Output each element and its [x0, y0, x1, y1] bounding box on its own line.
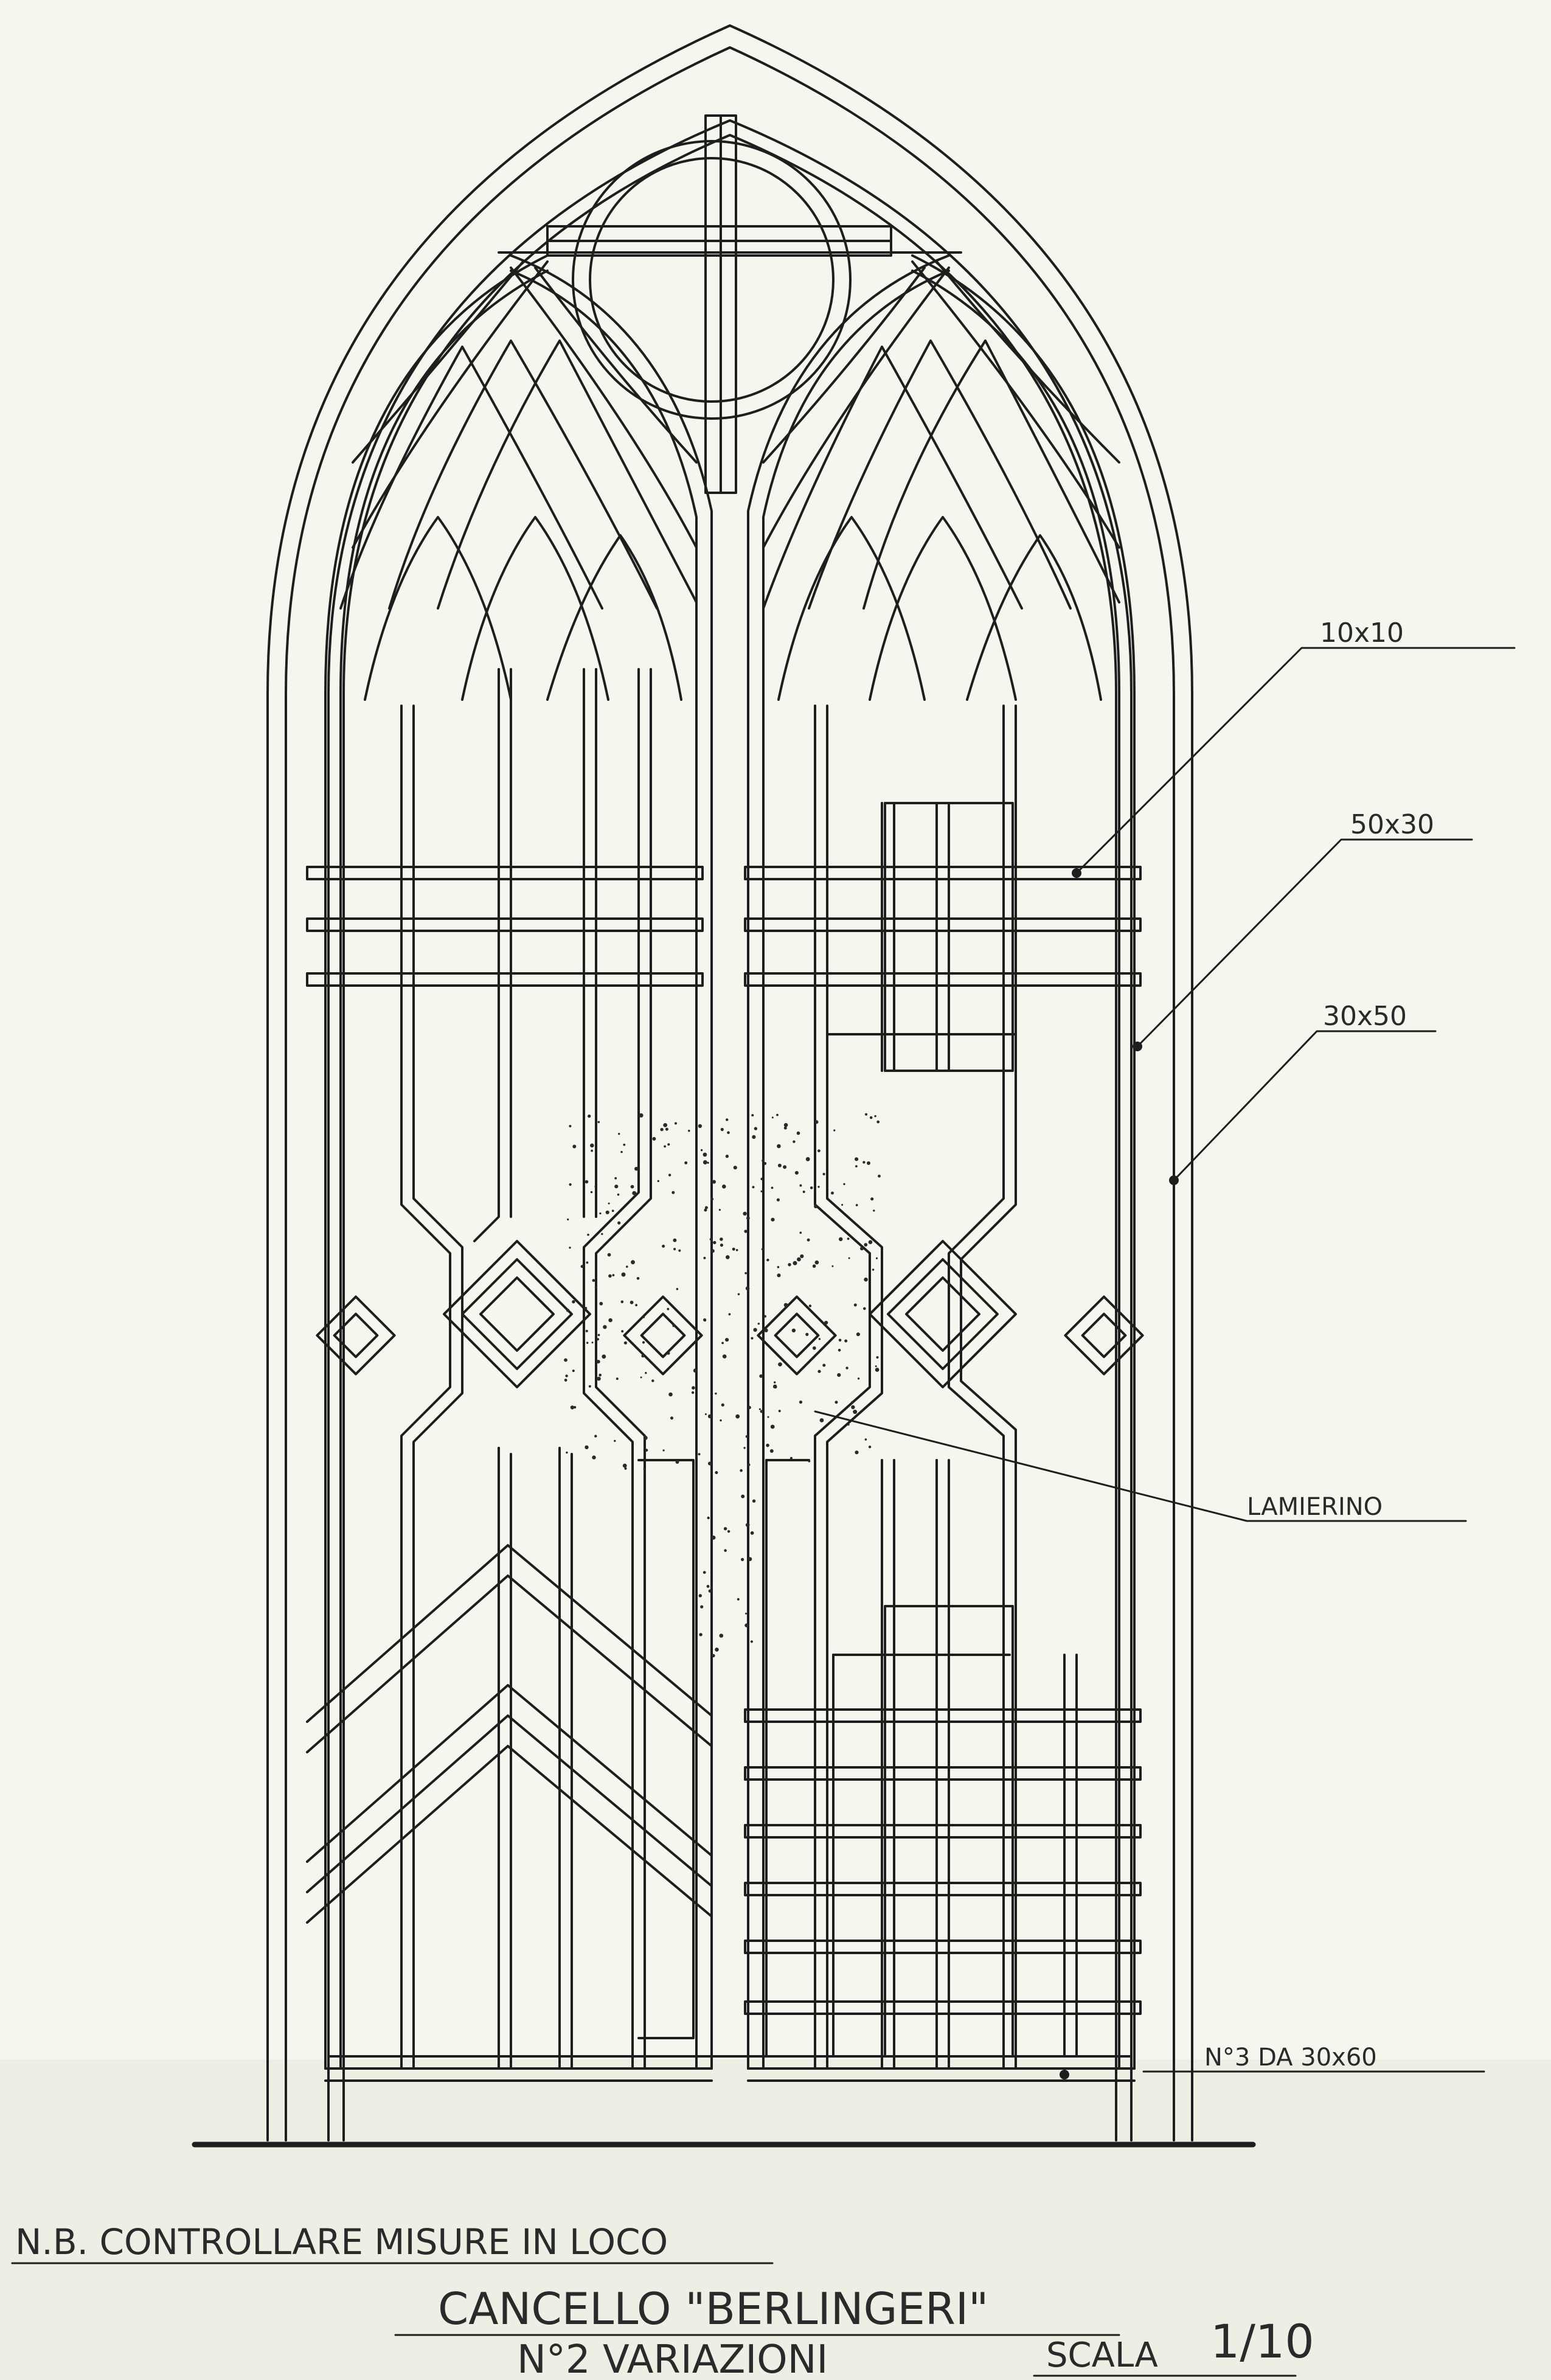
- cross-and-circle: [546, 114, 892, 494]
- right-gate-leaf: [744, 254, 1144, 2082]
- leader-lines: [11, 647, 1516, 2377]
- scale-value: 1/10: [1210, 2314, 1314, 2368]
- outer-arch-frame: [266, 24, 1193, 2142]
- left-gate-leaf: [306, 254, 713, 2082]
- lamierino-stipple: [564, 1113, 881, 1658]
- title-note: N.B. CONTROLLARE MISURE IN LOCO: [15, 2221, 668, 2263]
- dim-label-10x10: 10x10: [1320, 618, 1404, 649]
- scale-label: SCALA: [1046, 2336, 1158, 2375]
- drawing-title: CANCELLO "BERLINGERI": [438, 2283, 988, 2334]
- variations-label: N°2 VARIAZIONI: [517, 2337, 828, 2380]
- dim-label-30x50: 30x50: [1323, 1001, 1407, 1032]
- lamierino-label: LAMIERINO: [1247, 1493, 1383, 1521]
- dim-label-50x30: 50x30: [1350, 809, 1434, 840]
- base-dim-label: N°3 DA 30x60: [1204, 2044, 1377, 2072]
